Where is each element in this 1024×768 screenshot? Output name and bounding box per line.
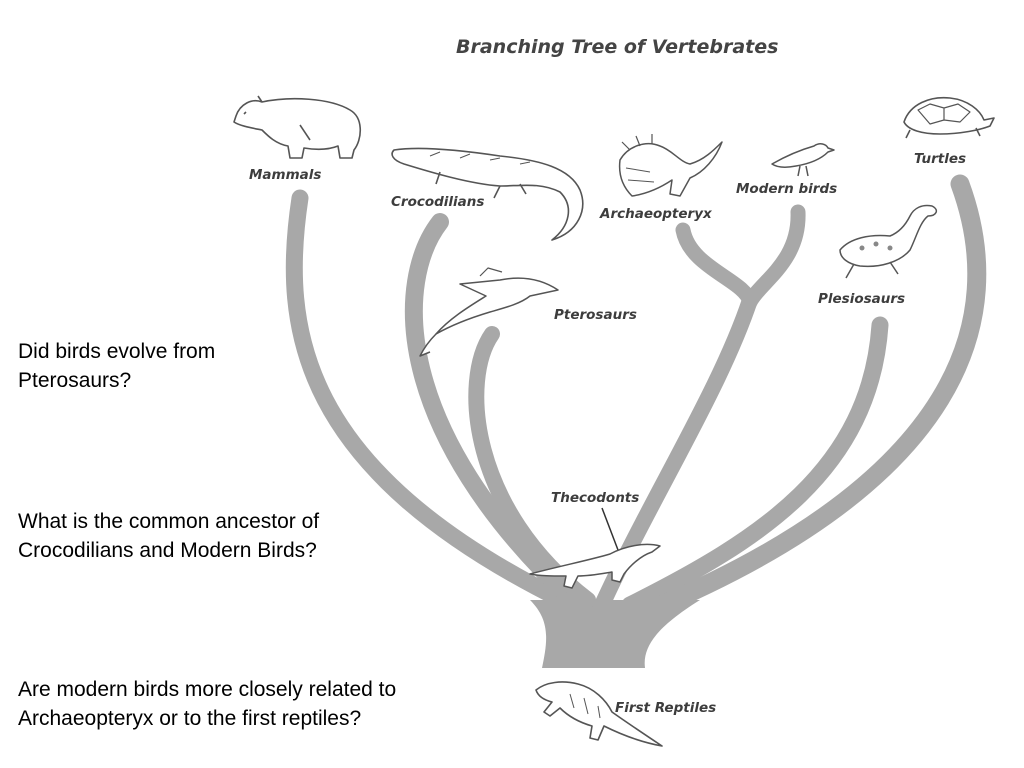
label-mammals: Mammals bbox=[249, 167, 322, 183]
turtle-icon bbox=[903, 96, 995, 139]
bird-icon bbox=[771, 143, 835, 177]
bear-icon bbox=[233, 95, 362, 159]
question-1: Did birds evolve from Pterosaurs? bbox=[18, 340, 216, 392]
label-plesiosaurs: Plesiosaurs bbox=[818, 291, 906, 307]
branch-crocodilians bbox=[404, 213, 584, 611]
label-pterosaurs: Pterosaurs bbox=[554, 307, 637, 323]
crocodile-icon bbox=[391, 147, 584, 241]
label-thecodonts: Thecodonts bbox=[551, 490, 640, 506]
thecodont-icon bbox=[529, 543, 661, 589]
question-3: Are modern birds more closely related to… bbox=[18, 678, 397, 730]
archaeopteryx-icon bbox=[618, 134, 723, 197]
diagram-title: Branching Tree of Vertebrates bbox=[456, 36, 779, 58]
thecodonts-pointer bbox=[601, 507, 619, 551]
label-turtles: Turtles bbox=[914, 151, 967, 167]
question-2: What is the common ancestor of Crocodili… bbox=[18, 510, 320, 562]
branch-pterosaurs bbox=[468, 326, 596, 608]
label-crocodilians: Crocodilians bbox=[391, 194, 485, 210]
label-archaeopteryx: Archaeopteryx bbox=[600, 206, 712, 222]
reptile-icon bbox=[535, 681, 663, 747]
branch-modern-birds bbox=[742, 204, 806, 310]
label-modern-birds: Modern birds bbox=[736, 181, 838, 197]
tree-trunk bbox=[530, 600, 700, 668]
pterosaur-icon bbox=[419, 267, 559, 357]
branch-plesiosaurs bbox=[621, 316, 889, 614]
branch-archaeopteryx bbox=[675, 222, 758, 310]
plesiosaur-icon bbox=[839, 204, 938, 279]
branch-turtles bbox=[640, 174, 987, 620]
label-first-reptiles: First Reptiles bbox=[615, 700, 717, 716]
branch-mammals bbox=[285, 189, 571, 609]
